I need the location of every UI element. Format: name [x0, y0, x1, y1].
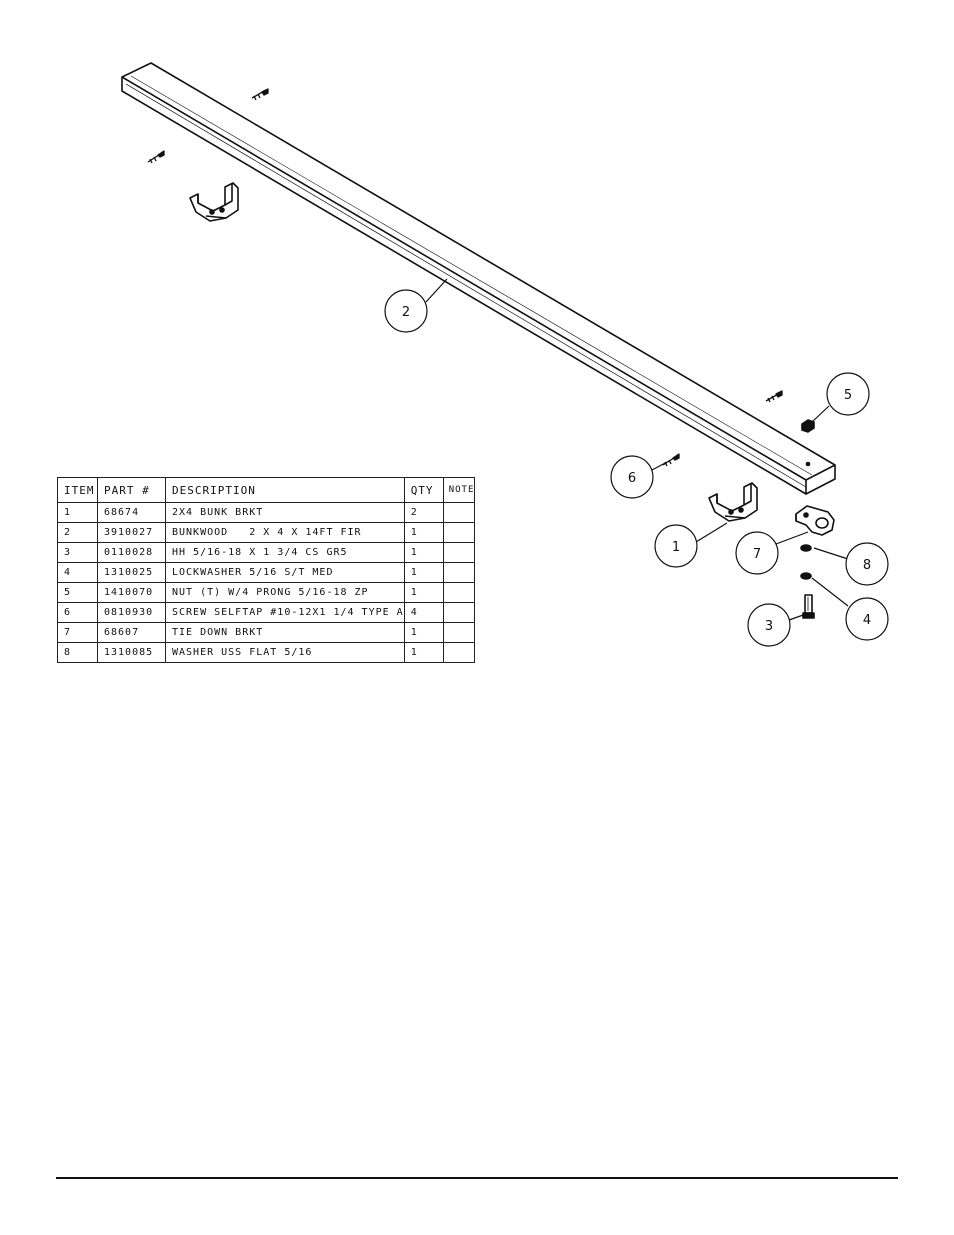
cell-qty: 1	[403, 642, 444, 663]
balloon-label-7: 7	[753, 547, 761, 562]
table-row: 2 3910027 BUNKWOOD 2 X 4 X 14FT FIR 1	[57, 522, 476, 543]
screw-upper-left	[251, 88, 269, 101]
cell-part-number: 1310025	[97, 562, 166, 583]
balloon-label-4: 4	[863, 613, 871, 628]
cell-qty: 1	[403, 562, 444, 583]
bunk-bracket-left	[189, 182, 239, 222]
cell-note	[442, 642, 476, 663]
cell-note	[442, 562, 476, 583]
screw-right	[765, 390, 783, 403]
bunk-bracket-right	[708, 482, 758, 522]
cell-description: 2X4 BUNK BRKT	[165, 502, 405, 523]
cell-description: BUNKWOOD 2 X 4 X 14FT FIR	[165, 522, 405, 543]
lockwasher	[800, 572, 812, 580]
cell-item: 5	[57, 582, 98, 603]
balloons	[384, 289, 889, 647]
cell-description: HH 5/16-18 X 1 3/4 CS GR5	[165, 542, 405, 563]
table-row: 5 1410070 NUT (T) W/4 PRONG 5/16-18 ZP 1	[57, 582, 476, 603]
balloon-label-2: 2	[402, 305, 410, 320]
cell-qty: 1	[403, 622, 444, 643]
cell-part-number: 1310085	[97, 642, 166, 663]
cell-item: 2	[57, 522, 98, 543]
parts-list-table: ITEM PART # DESCRIPTION QTY NOTE 1 68674…	[57, 477, 476, 663]
cell-description: SCREW SELFTAP #10-12X1 1/4 TYPE A	[165, 602, 405, 623]
hex-bolt	[802, 594, 815, 619]
balloon-label-5: 5	[844, 388, 852, 403]
prong-nut	[801, 419, 815, 433]
table-row: 1 68674 2X4 BUNK BRKT 2	[57, 502, 476, 523]
bunk-board	[121, 62, 836, 495]
cell-description: WASHER USS FLAT 5/16	[165, 642, 405, 663]
flat-washer	[800, 544, 812, 552]
cell-part-number: 0810930	[97, 602, 166, 623]
table-row: 8 1310085 WASHER USS FLAT 5/16 1	[57, 642, 476, 663]
cell-qty: 1	[403, 542, 444, 563]
cell-note	[442, 502, 476, 523]
cell-qty: 4	[403, 602, 444, 623]
cell-description: NUT (T) W/4 PRONG 5/16-18 ZP	[165, 582, 405, 603]
cell-note	[442, 622, 476, 643]
cell-qty: 1	[403, 522, 444, 543]
footer-rule	[56, 1177, 898, 1179]
header-description: DESCRIPTION	[165, 477, 405, 503]
screw-callout-6	[662, 453, 680, 467]
cell-item: 7	[57, 622, 98, 643]
cell-part-number: 68674	[97, 502, 166, 523]
cell-note	[442, 582, 476, 603]
cell-item: 4	[57, 562, 98, 583]
table-row: 3 0110028 HH 5/16-18 X 1 3/4 CS GR5 1	[57, 542, 476, 563]
screw-left	[147, 150, 165, 164]
cell-part-number: 68607	[97, 622, 166, 643]
cell-item: 3	[57, 542, 98, 563]
table-row: 6 0810930 SCREW SELFTAP #10-12X1 1/4 TYP…	[57, 602, 476, 623]
balloon-label-1: 1	[672, 540, 680, 555]
header-note: NOTE	[442, 477, 476, 503]
cell-description: LOCKWASHER 5/16 S/T MED	[165, 562, 405, 583]
cell-item: 8	[57, 642, 98, 663]
table-row: 4 1310025 LOCKWASHER 5/16 S/T MED 1	[57, 562, 476, 583]
cell-part-number: 0110028	[97, 542, 166, 563]
header-part-number: PART #	[97, 477, 166, 503]
balloon-label-6: 6	[628, 471, 636, 486]
cell-note	[442, 602, 476, 623]
cell-description: TIE DOWN BRKT	[165, 622, 405, 643]
header-qty: QTY	[403, 477, 444, 503]
cell-qty: 1	[403, 582, 444, 603]
balloon-label-3: 3	[765, 619, 773, 634]
table-header-row: ITEM PART # DESCRIPTION QTY NOTE	[57, 477, 476, 503]
cell-part-number: 3910027	[97, 522, 166, 543]
tie-down-bracket	[795, 505, 835, 536]
cell-item: 6	[57, 602, 98, 623]
balloon-label-8: 8	[863, 558, 871, 573]
header-item: ITEM	[57, 477, 98, 503]
cell-note	[442, 542, 476, 563]
cell-item: 1	[57, 502, 98, 523]
leader-lines	[425, 278, 849, 621]
table-row: 7 68607 TIE DOWN BRKT 1	[57, 622, 476, 643]
cell-qty: 2	[403, 502, 444, 523]
cell-part-number: 1410070	[97, 582, 166, 603]
cell-note	[442, 522, 476, 543]
